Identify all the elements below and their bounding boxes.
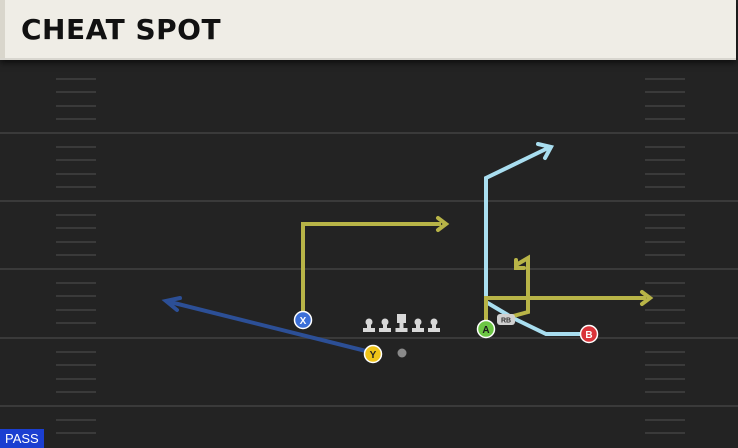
- y-button-label: Y: [370, 350, 377, 361]
- hash-marks-right: [645, 78, 685, 434]
- player-x-icon[interactable]: X: [293, 310, 313, 330]
- page-title: CHEAT SPOT: [21, 13, 222, 46]
- lineman-left-tackle: [363, 318, 375, 332]
- route-x-corner: [301, 216, 450, 316]
- player-rb-badge[interactable]: RB: [497, 314, 515, 325]
- quarterback-marker: [397, 348, 407, 358]
- yard-lines: [0, 132, 738, 407]
- football-field: [0, 62, 738, 448]
- rb-label: RB: [501, 318, 511, 325]
- route-b-post: [484, 142, 583, 336]
- player-a-icon[interactable]: A: [476, 319, 496, 339]
- route-rb-curl: [505, 254, 530, 320]
- offensive-line: [363, 314, 440, 332]
- header-accent: [0, 0, 5, 58]
- hash-marks-left: [56, 78, 96, 434]
- player-b-icon[interactable]: B: [579, 324, 599, 344]
- lineman-center: [395, 314, 408, 332]
- header-bar: CHEAT SPOT: [0, 0, 736, 60]
- lineman-right-guard: [412, 318, 424, 332]
- play-mode-badge: PASS: [0, 429, 44, 448]
- x-button-label: X: [300, 316, 307, 327]
- route-y-deep: [161, 296, 371, 354]
- lineman-left-guard: [379, 318, 391, 332]
- a-button-label: A: [482, 325, 489, 336]
- b-button-label: B: [585, 330, 592, 341]
- player-y-icon[interactable]: Y: [363, 344, 383, 364]
- route-a-flat: [484, 290, 654, 326]
- lineman-right-tackle: [428, 318, 440, 332]
